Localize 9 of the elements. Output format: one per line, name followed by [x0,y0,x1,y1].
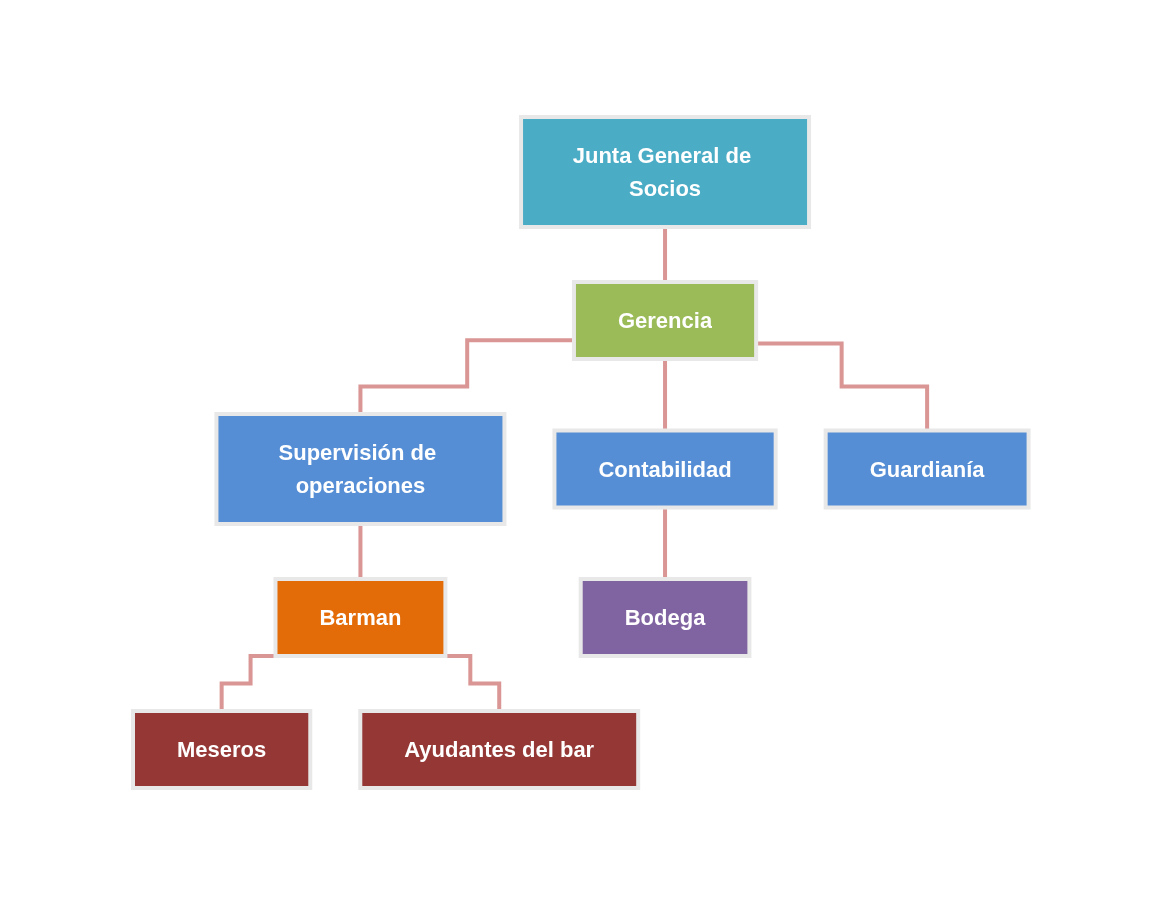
node-box: Guardianía [823,428,1031,509]
node-box: Contabilidad [552,428,778,509]
node-box: Gerencia [572,279,759,361]
node-box: Supervisión de operaciones [214,411,507,526]
node-box: Bodega [578,576,752,658]
node-box: Meseros [131,708,313,790]
node-box: Barman [273,576,448,658]
node-box: Junta General de Socios [519,114,812,229]
node-box: Ayudantes del bar [358,708,641,790]
